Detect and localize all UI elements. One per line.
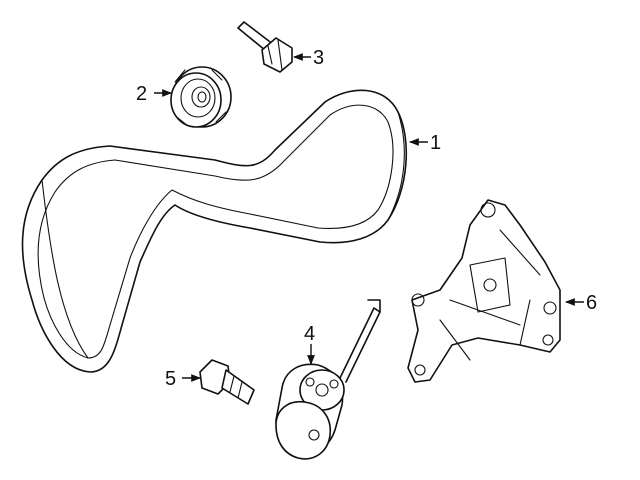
callout-2-label: 2 [136, 83, 147, 105]
callout-5: 5 [165, 368, 201, 390]
callout-6-label: 6 [586, 292, 597, 314]
callout-6: 6 [565, 292, 597, 314]
callout-3-label: 3 [313, 47, 324, 69]
idler-pulley-drawing[interactable] [170, 66, 232, 128]
callout-1-label: 1 [430, 132, 441, 154]
callout-3: 3 [293, 47, 324, 69]
bracket-drawing[interactable] [407, 199, 561, 383]
callout-4-label: 4 [304, 323, 315, 345]
callout-4: 4 [304, 323, 315, 365]
tensioner-bolt-drawing[interactable] [199, 359, 255, 405]
tensioner-drawing[interactable] [275, 299, 381, 460]
callout-5-label: 5 [165, 368, 176, 390]
callout-2: 2 [136, 83, 172, 105]
belt-drawing[interactable] [21, 89, 408, 373]
callout-1: 1 [409, 132, 441, 154]
pulley-bolt-drawing[interactable] [237, 21, 293, 73]
